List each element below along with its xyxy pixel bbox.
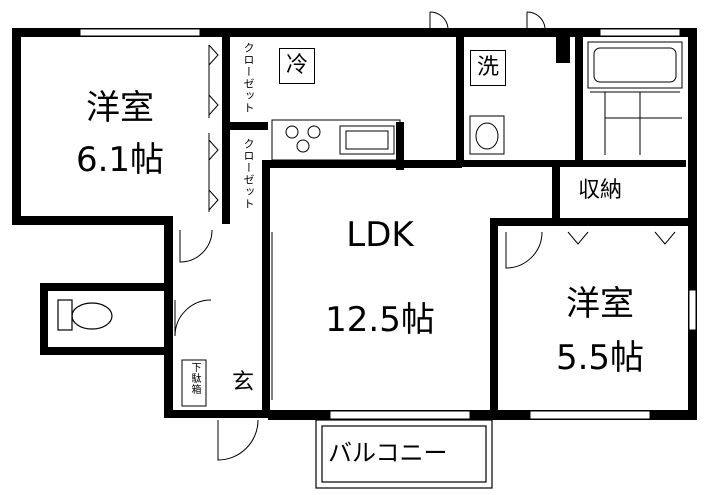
balcony-outline — [315, 419, 493, 489]
room-size-ldk: 12.5帖 — [325, 300, 435, 340]
shoe-box-outline — [181, 359, 207, 407]
closet-doors — [208, 44, 676, 245]
interior-walls — [222, 28, 688, 418]
sliding-door — [267, 232, 273, 400]
windows — [79, 28, 697, 420]
room-name-western-1: 洋室 — [86, 88, 154, 128]
outer-walls — [12, 28, 697, 420]
room-name-western-2: 洋室 — [566, 284, 634, 324]
entrance-label: 玄 — [232, 370, 255, 395]
room-size-western-2: 5.5帖 — [555, 338, 645, 378]
swing-doors — [174, 11, 546, 461]
balcony-label: バルコニー — [328, 439, 448, 467]
bath-fixtures — [469, 41, 683, 155]
fridge-marker: 冷 — [279, 48, 315, 84]
toilet-alcove — [40, 283, 166, 355]
storage-label: 収納 — [578, 178, 623, 203]
room-size-western-1: 6.1帖 — [75, 140, 165, 180]
room-name-ldk: LDK — [346, 215, 414, 255]
shoe-box-label: 下駄箱 — [189, 362, 200, 395]
kitchen-fixtures — [271, 119, 401, 161]
closet-label-upper: クローゼット — [242, 42, 255, 114]
closet-label-lower: クローゼット — [242, 138, 255, 210]
washer-marker: 洗 — [470, 50, 506, 86]
